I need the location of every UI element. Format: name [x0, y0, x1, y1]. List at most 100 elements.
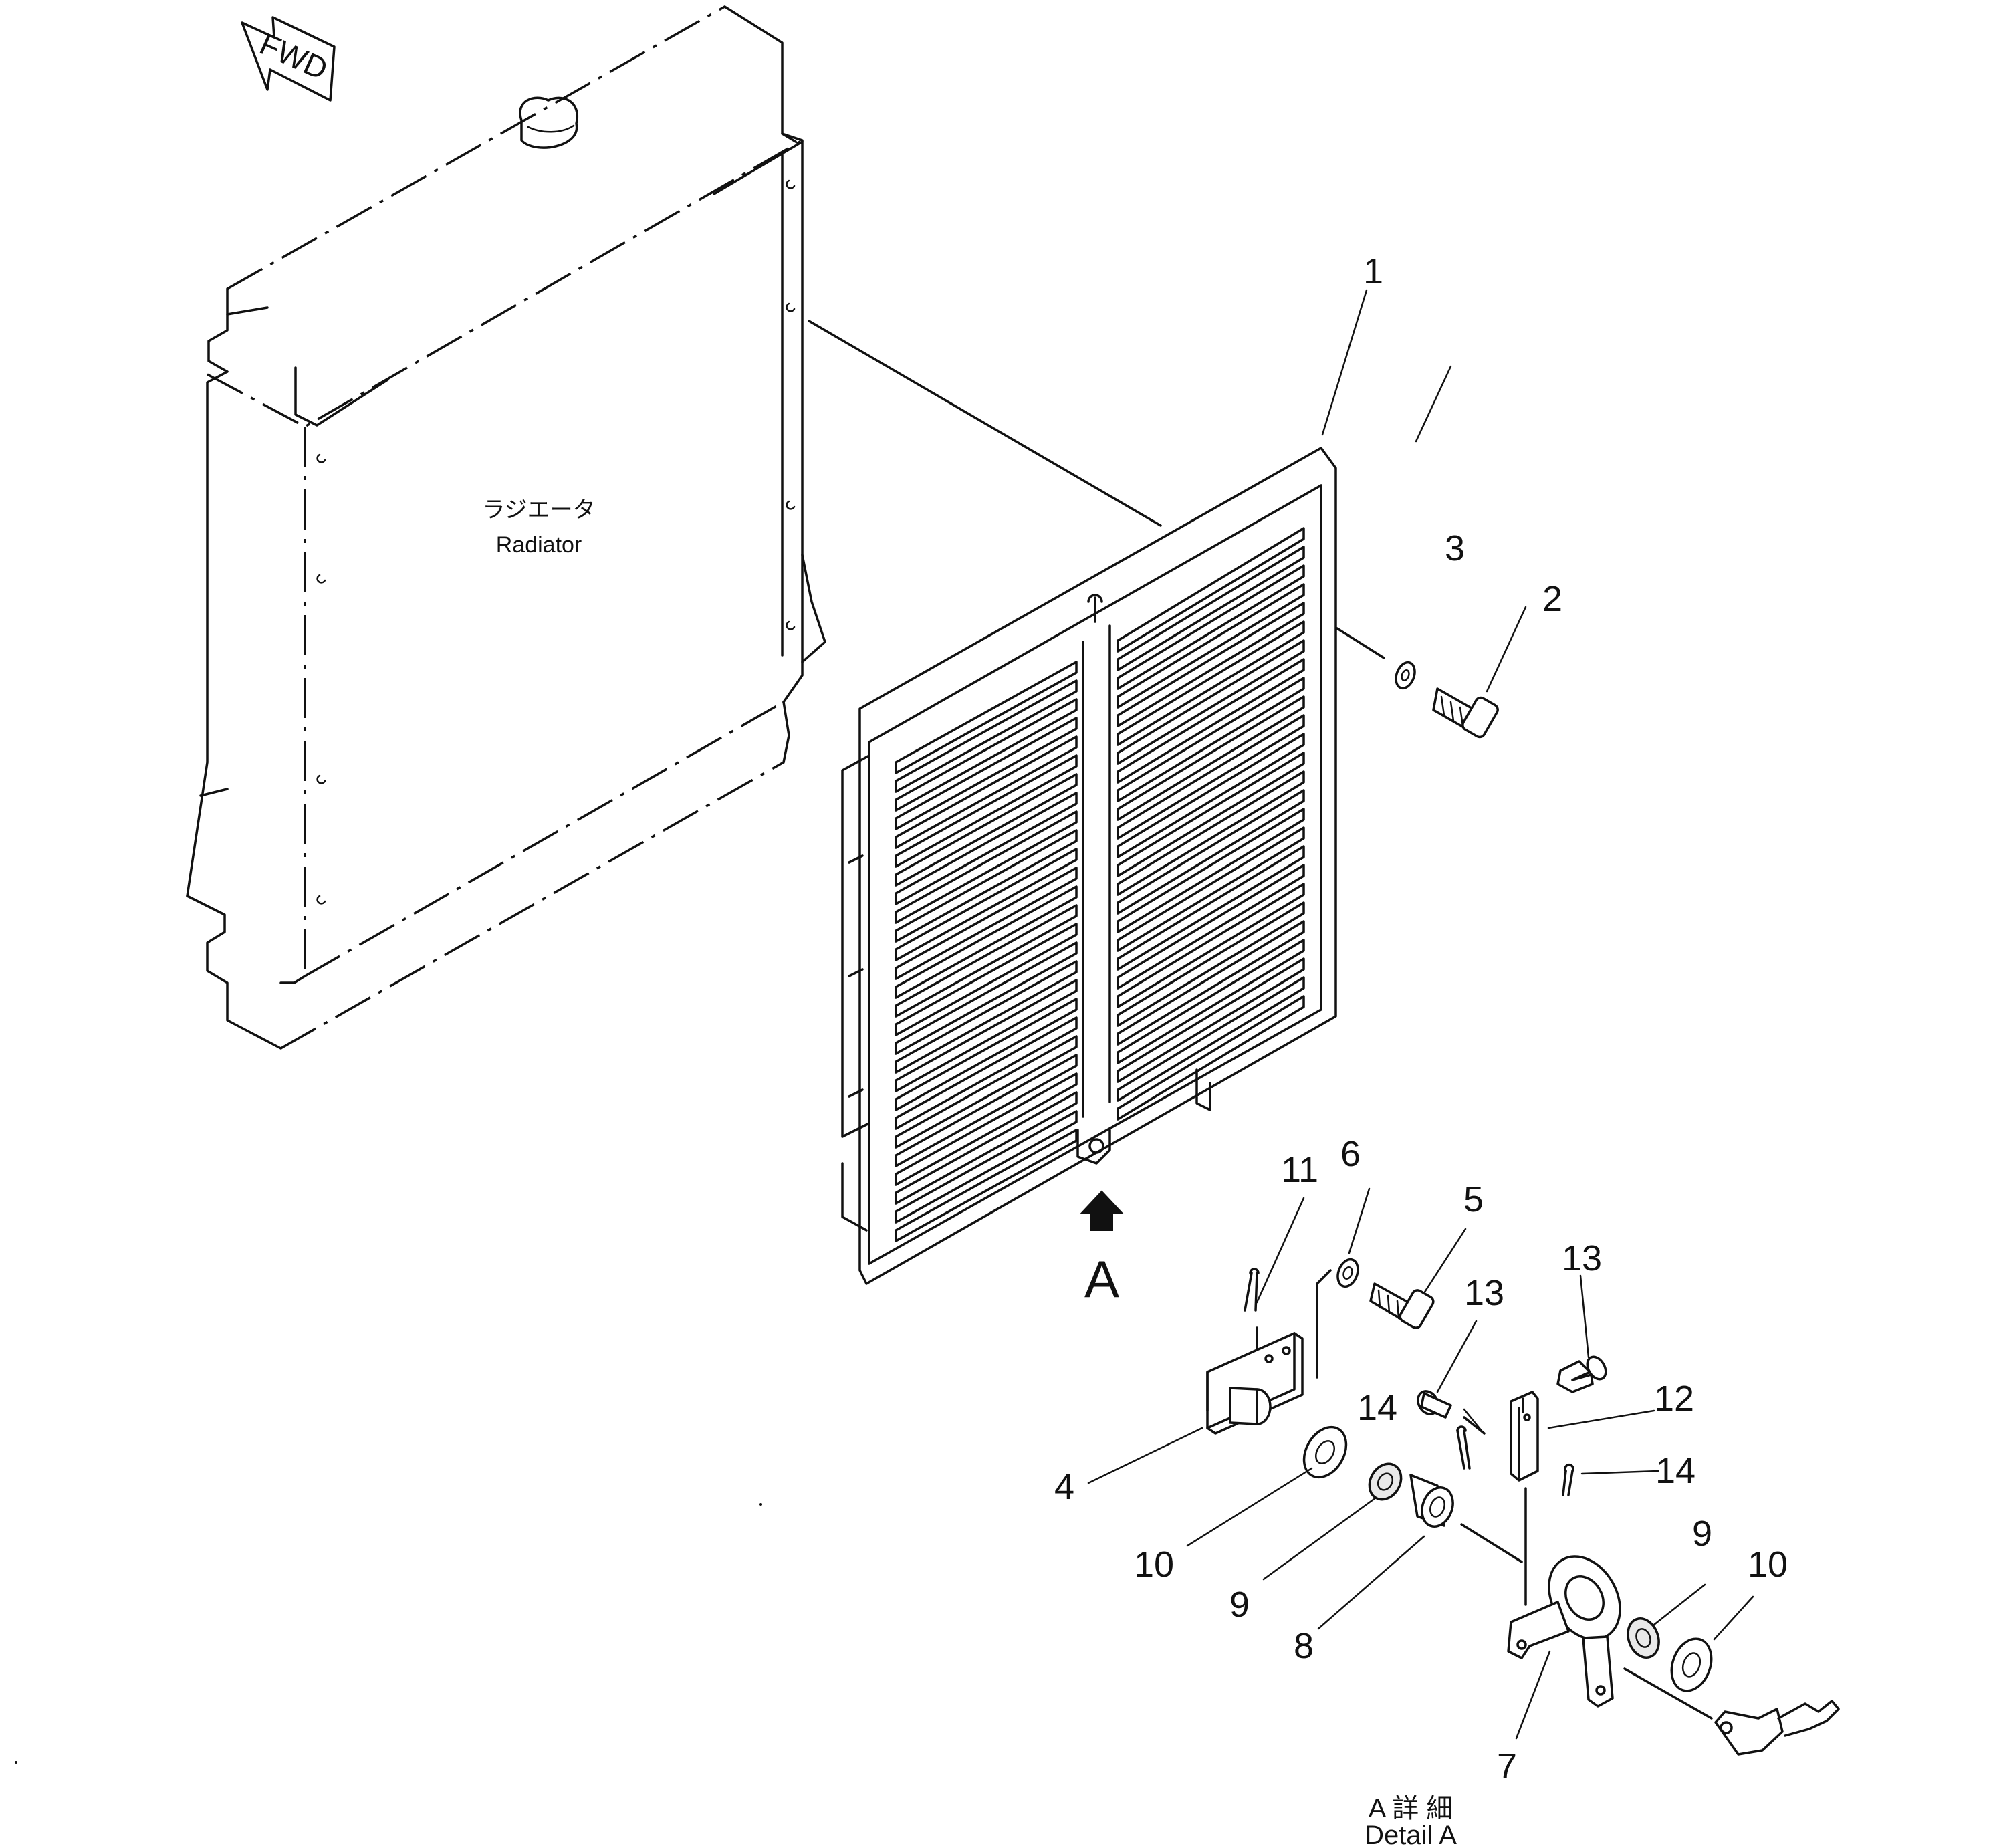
louver-slat: [895, 904, 1078, 1018]
louver-slat: [1117, 920, 1305, 1046]
louver-slat: [895, 1091, 1078, 1205]
louver-slat: [1117, 583, 1305, 709]
louver-slat: [1117, 789, 1305, 915]
louver-slat: [1117, 845, 1305, 971]
washer-3: [1395, 661, 1416, 690]
louver-slat: [895, 754, 1078, 868]
louver-slat: [895, 923, 1078, 1036]
callout-9a: 9: [1229, 1585, 1250, 1625]
louver-slat: [1117, 677, 1305, 802]
stray-dot: [15, 1761, 17, 1764]
louver-slat: [895, 960, 1078, 1074]
callouts: 1 2 3 11 6 5 13 13 14 12 14 4 10 9 8 9 1…: [1054, 251, 1788, 1786]
louver-slat: [895, 717, 1078, 830]
callout-1: 1: [1363, 251, 1383, 292]
callout-5: 5: [1463, 1179, 1484, 1220]
washer-6: [1336, 1258, 1359, 1288]
louver-slat: [895, 773, 1078, 887]
louver-slat: [895, 1016, 1078, 1130]
louver-slat: [1117, 602, 1305, 727]
lever-7: [1507, 1555, 1621, 1708]
louver-slat: [1117, 546, 1305, 671]
callout-8: 8: [1294, 1626, 1314, 1666]
louver-slat: [1117, 864, 1305, 990]
bolt-2: [1336, 627, 1499, 739]
louver-slat: [895, 810, 1078, 924]
clevis-pin-13b: [1556, 1355, 1607, 1393]
clevis-pin-13a: [1417, 1390, 1486, 1435]
louver-slat: [895, 735, 1078, 849]
callout-3: 3: [1445, 528, 1465, 568]
callout-13a: 13: [1464, 1273, 1504, 1313]
louver-slat: [1117, 995, 1305, 1121]
stray-dot: [759, 1503, 762, 1506]
louver-slats-left: [895, 661, 1078, 1242]
bolt-5: [1369, 1282, 1435, 1329]
callout-13b: 13: [1562, 1238, 1602, 1278]
louver-slat: [1117, 714, 1305, 840]
radiator-label-en: Radiator: [496, 532, 582, 558]
callout-4: 4: [1054, 1467, 1074, 1507]
sleeve-8: [1409, 1474, 1523, 1563]
leader-lines: [1087, 289, 1754, 1740]
cotter-pin-14a: [1456, 1425, 1471, 1470]
view-marker-a: A: [1084, 1250, 1119, 1308]
fwd-arrow: FWD: [241, 16, 336, 102]
louver-slat: [1117, 752, 1305, 877]
louver-slat: [895, 1072, 1078, 1186]
louver-slat: [895, 941, 1078, 1055]
bracket-4: [1206, 1269, 1332, 1435]
callout-6: 6: [1340, 1134, 1361, 1174]
view-arrow-a: A: [1080, 1190, 1124, 1308]
louver-slat: [1117, 639, 1305, 765]
louver-slat: [895, 1054, 1078, 1167]
louver-slat: [895, 1110, 1078, 1224]
louver-slat: [1117, 883, 1305, 1008]
louver-slat: [1117, 976, 1305, 1102]
louver-slat: [1117, 939, 1305, 1064]
louver-slats-right: [1117, 527, 1305, 1121]
shutter-assembly: [841, 447, 1337, 1285]
louver-slat: [1117, 826, 1305, 952]
louver-slat: [895, 1129, 1078, 1242]
louver-slat: [895, 661, 1078, 774]
louver-slat: [1117, 658, 1305, 784]
cotter-pin-14b: [1562, 1464, 1574, 1496]
louver-slat: [1117, 770, 1305, 896]
clevis-12: [1510, 1391, 1539, 1606]
louver-slat: [1117, 957, 1305, 1083]
louver-slat: [1117, 808, 1305, 933]
detail-caption-en: Detail A: [1365, 1821, 1457, 1848]
callout-9b: 9: [1692, 1514, 1712, 1554]
assembly-line-radiator: [808, 320, 1162, 527]
louver-slat: [895, 848, 1078, 961]
louver-slat: [1117, 695, 1305, 821]
louver-slat: [895, 829, 1078, 943]
radiator: ラジエータ Radiator: [186, 5, 826, 1050]
callout-12: 12: [1654, 1379, 1694, 1419]
bushing-9b: [1627, 1617, 1660, 1659]
louver-slat: [1117, 901, 1305, 1027]
louver-slat: [1117, 564, 1305, 690]
louver-slat: [895, 792, 1078, 905]
washer-10a: [1302, 1425, 1348, 1479]
callout-14a: 14: [1357, 1388, 1397, 1428]
louver-slat: [895, 867, 1078, 980]
louver-slat: [1117, 527, 1305, 653]
louver-slat: [895, 1035, 1078, 1149]
callout-10b: 10: [1748, 1544, 1788, 1585]
callout-10a: 10: [1134, 1544, 1174, 1585]
louver-slat: [895, 998, 1078, 1111]
detail-caption-ja: A 詳 細: [1369, 1794, 1453, 1823]
louver-slat: [1117, 733, 1305, 858]
callout-11: 11: [1281, 1150, 1318, 1190]
washer-10b: [1670, 1637, 1713, 1692]
radiator-label-ja: ラジエータ: [482, 497, 595, 523]
louver-slat: [895, 979, 1078, 1092]
louver-slat: [895, 885, 1078, 999]
bushing-9a: [1368, 1462, 1403, 1501]
louver-slat: [895, 679, 1078, 793]
callout-2: 2: [1542, 579, 1562, 619]
louver-slat: [1117, 620, 1305, 746]
